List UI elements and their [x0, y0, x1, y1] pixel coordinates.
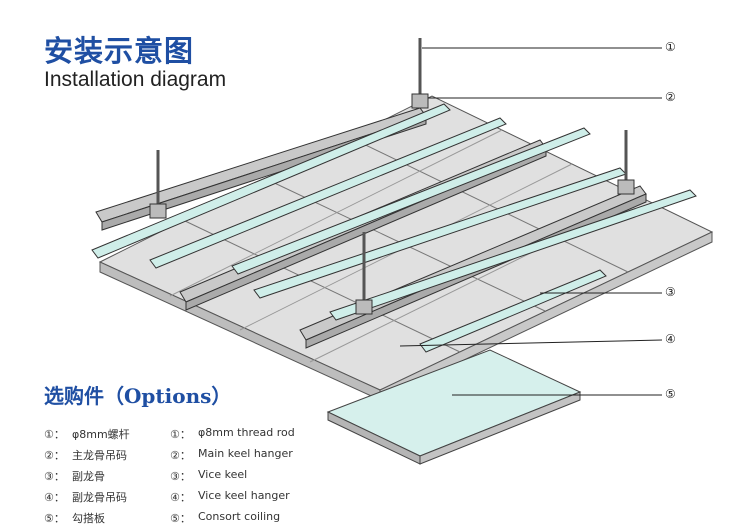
callout-lines — [399, 47, 663, 396]
option-5-number-cn: ⑤： — [44, 512, 65, 525]
diagram-title-english: Installation diagram — [44, 68, 227, 91]
option-2-label-en: Main keel hanger — [198, 447, 293, 460]
callout-1: ① — [665, 40, 676, 54]
hangers — [149, 93, 635, 315]
callout-2: ② — [665, 90, 676, 104]
callout-4: ④ — [665, 332, 676, 346]
option-5-label-cn: 勾搭板 — [72, 512, 105, 525]
option-4-label-en: Vice keel hanger — [198, 489, 290, 502]
option-3-label-en: Vice keel — [198, 468, 248, 481]
option-2-number-cn: ②： — [44, 449, 65, 462]
option-4-label-cn: 副龙骨吊码 — [72, 491, 127, 504]
option-1-label-cn: φ8mm螺杆 — [72, 428, 130, 441]
option-1-label-en: φ8mm thread rod — [198, 426, 295, 439]
options-title: 选购件（Options） — [44, 384, 232, 408]
option-2-number-en: ②： — [170, 449, 191, 462]
option-3-number-en: ③： — [170, 470, 191, 483]
callout-3: ③ — [665, 285, 676, 299]
option-3-label-cn: 副龙骨 — [72, 470, 105, 483]
callout-5: ⑤ — [665, 387, 676, 401]
option-5-label-en: Consort coiling — [198, 510, 281, 523]
option-1-number-cn: ①： — [44, 428, 65, 441]
option-3-number-cn: ③： — [44, 470, 65, 483]
option-4-number-cn: ④： — [44, 491, 65, 504]
option-5-number-en: ⑤： — [170, 512, 191, 525]
option-2-label-cn: 主龙骨吊码 — [72, 449, 127, 462]
option-4-number-en: ④： — [170, 491, 191, 504]
consort-coiling-panel — [326, 349, 582, 465]
diagram-title-chinese: 安装示意图 — [44, 34, 195, 68]
vice-keels — [91, 103, 697, 353]
option-1-number-en: ①： — [170, 428, 191, 441]
